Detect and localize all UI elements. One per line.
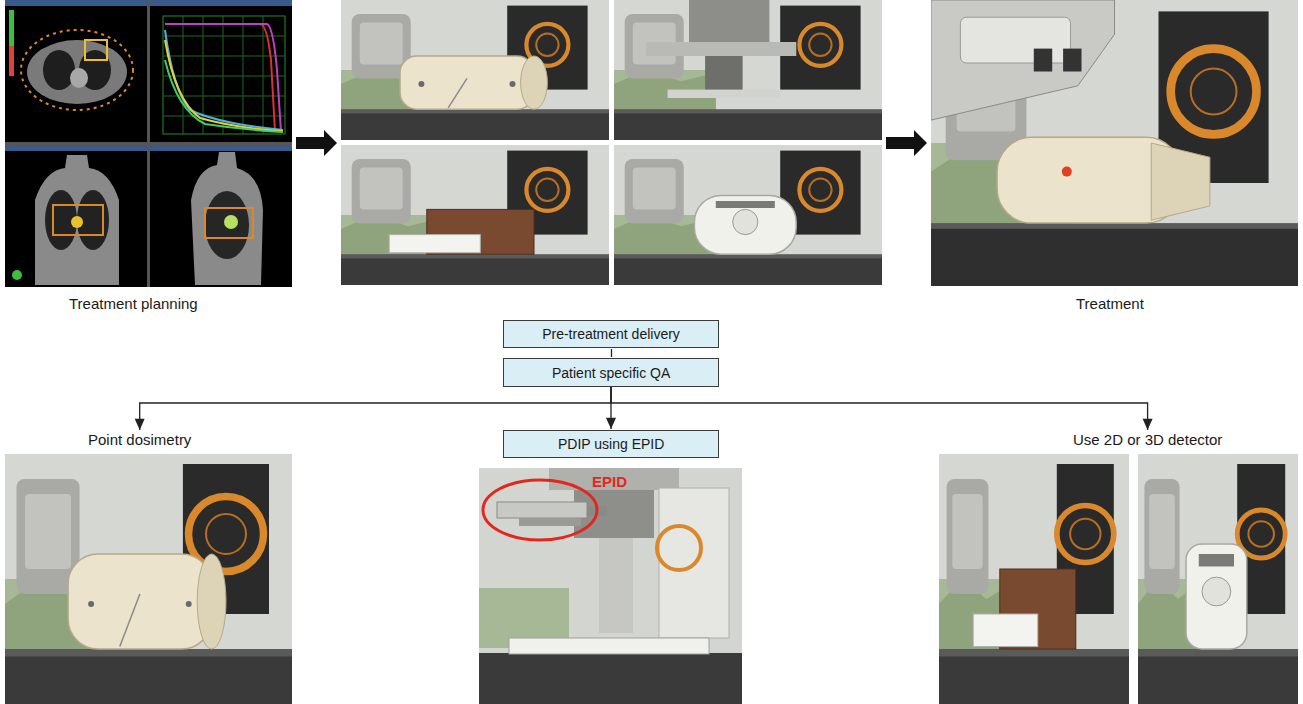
photo-panel: Treatment planning (5, 0, 292, 316)
photo-art (341, 0, 882, 285)
caption: Treatment (1076, 295, 1144, 313)
connector (135, 387, 611, 430)
photo-art (5, 0, 292, 287)
caption: Use 2D or 3D detector (1073, 431, 1222, 449)
caption: Treatment planning (69, 295, 198, 313)
photo-illustration (5, 454, 292, 704)
photo-panel: Point dosimetry (5, 431, 292, 704)
photo-illustration (5, 0, 292, 287)
callout-label: EPID (592, 473, 627, 491)
epid-photo (479, 468, 742, 704)
connector (611, 387, 1153, 430)
photo-illustration (931, 0, 1298, 286)
photo-grid: Pre-treatment delivery (341, 0, 882, 349)
process-box: Patient specific QA (503, 358, 719, 387)
photo-art (939, 454, 1298, 704)
photo-illustration (939, 454, 1298, 704)
photo-art (5, 454, 292, 704)
box-label: Patient specific QA (552, 364, 670, 382)
connector (296, 130, 337, 156)
connector (611, 349, 612, 357)
photo-art (931, 0, 1298, 286)
connector (886, 130, 927, 156)
photo-panel: Use 2D or 3D detector (939, 431, 1298, 704)
photo-panel: Treatment (931, 0, 1298, 316)
process-box-label: Pre-treatment delivery (503, 320, 719, 348)
caption: Point dosimetry (88, 431, 191, 449)
photo-illustration (341, 0, 882, 285)
process-box: PDIP using EPID (503, 430, 719, 458)
box-label: PDIP using EPID (558, 435, 664, 453)
